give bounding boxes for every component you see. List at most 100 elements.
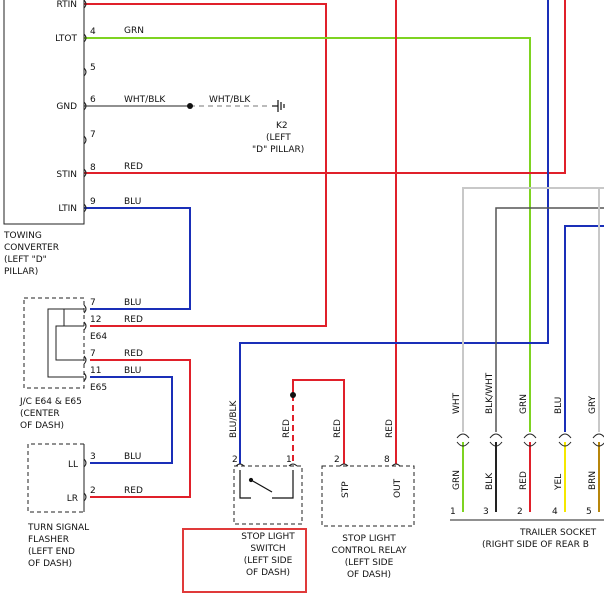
wire-label-red-e64: RED bbox=[124, 315, 143, 325]
towing-converter-name-1: TOWING bbox=[3, 231, 42, 241]
wire-e65-blue bbox=[90, 376, 173, 464]
stop-switch-box bbox=[233, 465, 303, 525]
junction-internal-link-2 bbox=[55, 325, 84, 361]
flasher-name-3: (LEFT END bbox=[28, 547, 75, 557]
relay-name-3: (LEFT SIDE bbox=[345, 558, 394, 568]
wire-ltin-blue bbox=[84, 207, 191, 310]
towing-converter-name-2: CONVERTER bbox=[4, 243, 59, 253]
junction-name-2: (CENTER bbox=[20, 409, 60, 419]
wire-label-grn: GRN bbox=[124, 26, 144, 36]
socket-top-gry: GRY bbox=[588, 395, 598, 414]
socket-name-2: (RIGHT SIDE OF REAR B bbox=[482, 540, 589, 550]
towing-converter-box bbox=[3, 0, 85, 225]
junction-internal-link-1 bbox=[63, 308, 84, 327]
junction-e64: E64 bbox=[90, 332, 107, 342]
wire-label-red-stp: RED bbox=[333, 419, 343, 438]
socket-bottom-yel: YEL bbox=[554, 474, 564, 491]
flasher-name-2: FLASHER bbox=[28, 535, 69, 545]
junction-pin-7b: 7 bbox=[90, 349, 96, 359]
junction-name-3: OF DASH) bbox=[20, 421, 64, 431]
junction-pin-7a: 7 bbox=[90, 298, 96, 308]
flasher-label-lr: LR bbox=[67, 494, 78, 504]
pin-num-5: 5 bbox=[90, 63, 96, 73]
junction-pin-12: 12 bbox=[90, 315, 101, 325]
socket-top-blkwht: BLK/WHT bbox=[485, 372, 495, 414]
wire-label-blu-ltin: BLU bbox=[124, 197, 141, 207]
junction-e65: E65 bbox=[90, 383, 107, 393]
ground-loc-1: (LEFT bbox=[266, 133, 291, 143]
junction-name-1: J/C E64 & E65 bbox=[19, 397, 82, 407]
socket-bottom-grn: GRN bbox=[452, 470, 462, 490]
wire-label-red-e65: RED bbox=[124, 349, 143, 359]
wire-label-blu-ll: BLU bbox=[124, 452, 141, 462]
relay-pin-8: 8 bbox=[384, 455, 390, 465]
connector-brackets bbox=[83, 0, 87, 213]
pin-num-4: 4 bbox=[90, 27, 96, 37]
socket-top-blu: BLU bbox=[554, 397, 564, 414]
pin-num-7: 7 bbox=[90, 130, 96, 140]
relay-label-stp: STP bbox=[341, 481, 351, 498]
flasher-box bbox=[27, 443, 84, 513]
wire-ltot-green bbox=[84, 37, 531, 432]
wire-label-wht-blk-2: WHT/BLK bbox=[209, 95, 251, 105]
pin-label-gnd: GND bbox=[56, 102, 77, 112]
towing-converter-name-3: (LEFT "D" bbox=[4, 255, 47, 265]
stop-switch-name-1: STOP LIGHT bbox=[241, 532, 295, 542]
flasher-label-ll: LL bbox=[68, 460, 78, 470]
relay-name-1: STOP LIGHT bbox=[342, 534, 396, 544]
ground-loc-2: "D" PILLAR) bbox=[252, 145, 304, 155]
socket-name-1: TRAILER SOCKET bbox=[519, 528, 597, 538]
stop-switch-pin-2: 2 bbox=[232, 455, 238, 465]
relay-name-2: CONTROL RELAY bbox=[332, 546, 407, 556]
wire-switch-red bbox=[292, 379, 345, 464]
flasher-name-4: OF DASH) bbox=[28, 559, 72, 569]
pin-num-6: 6 bbox=[90, 95, 96, 105]
flasher-pin-3: 3 bbox=[90, 452, 96, 462]
switch-contact-icon bbox=[239, 470, 294, 499]
socket-pin-1: 1 bbox=[450, 507, 456, 517]
pin-label-ltin: LTIN bbox=[58, 204, 77, 214]
wire-label-red-stin: RED bbox=[124, 162, 143, 172]
pin-label-ltot: LTOT bbox=[55, 34, 77, 44]
wire-trailer-blu bbox=[564, 225, 604, 432]
junction-brackets bbox=[83, 304, 87, 382]
junction-connector-box bbox=[23, 297, 85, 389]
pin-label-rtin: RTIN bbox=[57, 0, 77, 10]
towing-converter-pins: RTIN LTOT 4 5 GND 6 7 STIN 8 LTIN 9 bbox=[55, 0, 96, 214]
socket-pin-4: 4 bbox=[552, 507, 558, 517]
pin-label-stin: STIN bbox=[56, 170, 77, 180]
junction-pin-11: 11 bbox=[90, 366, 101, 376]
wire-label-blu-e64: BLU bbox=[124, 298, 141, 308]
pin-num-9: 9 bbox=[90, 197, 96, 207]
relay-pin-2: 2 bbox=[334, 455, 340, 465]
flasher-pin-2: 2 bbox=[90, 486, 96, 496]
junction-internal-link-3 bbox=[47, 308, 84, 378]
ground-icon bbox=[272, 100, 285, 112]
relay-box bbox=[321, 465, 415, 527]
socket-pin-5: 5 bbox=[586, 507, 592, 517]
wire-label-wht-blk-1: WHT/BLK bbox=[124, 95, 166, 105]
relay-label-out: OUT bbox=[393, 478, 403, 498]
wire-e65-red bbox=[90, 359, 191, 498]
socket-top-wht: WHT bbox=[452, 392, 462, 414]
wire-label-blu-blk: BLU/BLK bbox=[229, 399, 239, 438]
socket-bottom-red: RED bbox=[519, 471, 529, 490]
wire-label-blu-e65: BLU bbox=[124, 366, 141, 376]
stop-switch-name-4: OF DASH) bbox=[246, 568, 290, 578]
flasher-name-1: TURN SIGNAL bbox=[27, 523, 89, 533]
socket-bottom-blk: BLK bbox=[485, 472, 495, 490]
wire-label-red-out: RED bbox=[385, 419, 395, 438]
ground-id: K2 bbox=[276, 121, 288, 131]
wire-label-red-switch: RED bbox=[282, 419, 292, 438]
highlight-box bbox=[182, 528, 307, 593]
socket-pin-3: 3 bbox=[483, 507, 489, 517]
relay-brackets bbox=[339, 463, 401, 467]
wire-trailer-blkwht bbox=[495, 207, 604, 432]
socket-pin-2: 2 bbox=[517, 507, 523, 517]
pin-num-8: 8 bbox=[90, 163, 96, 173]
flasher-brackets bbox=[83, 458, 87, 502]
splice-dot bbox=[187, 103, 193, 109]
wire-label-red-lr: RED bbox=[124, 486, 143, 496]
wire-trailer-wht bbox=[462, 187, 604, 432]
